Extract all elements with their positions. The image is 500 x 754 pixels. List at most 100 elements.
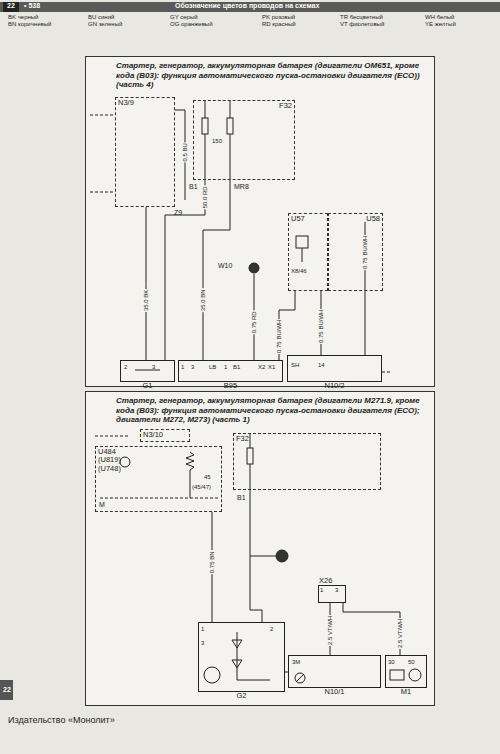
pin-number: 1: [224, 364, 227, 371]
part-name: U57: [291, 215, 305, 223]
part-label: B1: [189, 183, 198, 191]
wire-label: 35.0 BK: [143, 288, 150, 311]
battery-box: G1: [120, 360, 175, 382]
color-code: RD красный: [262, 21, 296, 28]
color-code: BU синий: [88, 14, 114, 21]
part-label: Z9: [174, 209, 182, 217]
wire-label: 0.75 RD: [251, 310, 258, 334]
color-code: PK розовый: [262, 14, 295, 21]
alternator-box: G2: [198, 622, 285, 692]
page-tab: [3, 2, 19, 12]
pin-number: 30: [388, 659, 395, 666]
page-tab: [0, 680, 13, 700]
panel-ground: [85, 391, 435, 706]
diagram-panel: Стартер, генератор, аккумуляторная батар…: [85, 56, 435, 387]
part-name: F32: [279, 102, 292, 110]
wire-label: 0.75 BU/WH: [318, 308, 325, 343]
part-name: N10/2: [278, 382, 391, 390]
panel-title: Стартер, генератор, аккумуляторная батар…: [116, 61, 421, 90]
wire-label: 0.75 BU/WH: [276, 318, 283, 353]
color-code: GN зеленый: [88, 21, 122, 28]
pin-number: 2: [124, 364, 127, 371]
pin-number: 50: [408, 659, 415, 666]
part-name: U58: [366, 215, 380, 223]
part-label: B1: [237, 494, 246, 502]
color-code: BK черный: [8, 14, 38, 21]
wire: [165, 180, 205, 360]
pin-number: 3: [152, 364, 155, 371]
fuse-box: F32: [193, 100, 295, 180]
part-name: B95: [169, 382, 292, 390]
part-label: M: [99, 501, 105, 509]
wire: [365, 291, 366, 355]
control-unit-box: N3/9: [115, 97, 175, 207]
pin-number: X8/46: [291, 268, 307, 275]
pin-number: 2: [270, 626, 273, 633]
header-text: Обозначение цветов проводов на схемах: [175, 2, 319, 10]
part-name: U484 (U819) (U748): [98, 448, 132, 473]
color-code: VT фиолетовый: [340, 21, 384, 28]
pin-number: 14: [318, 362, 325, 369]
part-label: W10: [218, 262, 232, 270]
pin-number: 1: [320, 587, 323, 594]
control-unit-box: U484 (U819) (U748): [95, 446, 222, 512]
wire-label: 0.75 BU/WH: [362, 234, 369, 269]
pin-number: 150: [212, 138, 222, 145]
wire: [146, 207, 147, 360]
wire: [343, 603, 400, 655]
color-code: BN коричневый: [8, 21, 51, 28]
control-unit-box: N10/2: [287, 355, 382, 382]
part-name: N10/1: [279, 688, 390, 696]
pin-number: 45: [204, 474, 211, 481]
diagram-panel: Стартер, генератор, аккумуляторная батар…: [85, 391, 435, 706]
pin-number: LB: [209, 364, 216, 371]
wire-label: 2.5 VT/WH: [327, 614, 334, 645]
color-code: GY серый: [170, 14, 198, 21]
color-code: YE желтый: [425, 21, 456, 28]
part-name: N3/9: [118, 99, 134, 107]
panel-ground: [85, 56, 435, 387]
pin-number: 3M: [292, 659, 300, 666]
pin-number: 3: [191, 364, 194, 371]
wire: [250, 490, 262, 622]
wire-label: 0.5 BU: [182, 142, 189, 162]
pin-number: B1: [233, 364, 240, 371]
part-name: N3/10: [143, 431, 163, 439]
color-code: OG оранжевый: [170, 21, 213, 28]
pin-number: 3: [201, 640, 204, 647]
module-box: U58: [328, 213, 383, 291]
wire-label: 35.0 BN: [200, 288, 207, 312]
pin-number: 1: [201, 626, 204, 633]
pin-number: 3: [335, 587, 338, 594]
part-label: MR8: [234, 183, 249, 191]
pin-number: X2: [258, 364, 265, 371]
part-name: F32: [236, 435, 249, 443]
fuse-box: F32: [233, 433, 381, 490]
wire-label: 2.5 VT/WH: [397, 617, 404, 648]
part-name: M1: [376, 688, 436, 696]
control-unit-box: N3/10: [140, 429, 190, 442]
module-box: U57: [288, 213, 328, 291]
sensor-box: B95: [178, 360, 283, 382]
wire-label: 50.0 RD: [202, 185, 209, 209]
header-text: 22: [7, 2, 15, 10]
wire-label: 0.75 BN: [209, 550, 216, 574]
part-name: G2: [189, 692, 294, 700]
pin-number: SH: [291, 362, 299, 369]
part-name: G1: [111, 382, 184, 390]
pin-number: X1: [268, 364, 275, 371]
header-text: • 538: [24, 2, 40, 10]
control-unit-box: N10/1: [288, 655, 381, 688]
part-name: X26: [319, 577, 332, 585]
color-code: TR бесцветный: [340, 14, 383, 21]
page-number: 22: [3, 686, 11, 694]
pin-number: 1: [181, 364, 184, 371]
pin-number: (45/47): [192, 484, 211, 491]
header-bar: [0, 2, 500, 12]
panel-title: Стартер, генератор, аккумуляторная батар…: [116, 396, 421, 425]
color-code: WH белый: [425, 14, 454, 21]
publisher-note: Издательство «Монолит»: [8, 716, 115, 726]
